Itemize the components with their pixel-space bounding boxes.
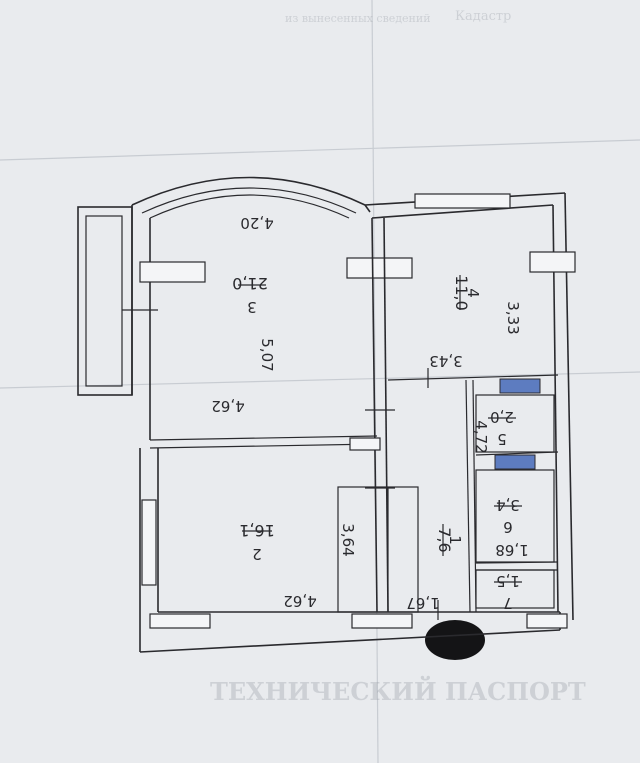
vent-shaft-room-5 [499,378,541,394]
room-4-dim-bottom: 3,43 [429,352,462,370]
balcony [77,206,133,396]
room-3-dim-top: 4,20 [240,214,273,232]
room-6-labels: 3,4 6 1,68 [494,496,529,559]
room-3-dim-side: 5,07 [258,338,276,371]
ghost-text-top-right: из вынесенных сведений [285,12,431,25]
room-1-labels: 4,72 7,6 1 1,67 [406,420,490,612]
room-4-number: 4 [464,288,482,298]
background-print: Кадастр из вынесенных сведений ТЕХНИЧЕСК… [210,9,586,706]
bathroom-boxes [475,394,555,609]
room-3-labels: 4,20 21,0 3 5,07 4,62 [211,214,276,415]
room-3-area: 21,0 [232,274,268,293]
ghost-text-top-left: Кадастр [455,9,511,24]
room-1-number: 1 [446,535,464,545]
room-7-labels: 1,5 7 [494,572,522,612]
room-1-dim-side: 4,72 [472,420,490,453]
room-7-area: 1,5 [496,572,520,590]
bay-window [131,176,366,219]
room-6-dim-width: 1,68 [495,541,528,559]
room-5-labels: 2,0 5 [488,408,516,448]
windows [139,193,576,629]
room-2-number: 2 [252,545,262,563]
room-4-labels: 11,0 4 3,33 3,43 [429,275,522,370]
room-4-dim-side: 3,33 [504,301,522,334]
room-5-number: 5 [497,430,507,448]
room-5-area: 2,0 [490,408,514,426]
room-2-dim-side: 3,64 [339,523,357,556]
room-6-area: 3,4 [496,496,520,514]
ventilation-shafts [494,378,541,470]
room-2-labels: 16,1 2 3,64 4,62 [239,521,357,610]
room-4-area: 11,0 [452,275,471,311]
ghost-heading-bottom: ТЕХНИЧЕСКИЙ ПАСПОРТ [210,675,586,706]
room-1-area: 7,6 [435,527,454,552]
room-2-dim-bottom: 4,62 [283,592,316,610]
ink-blot [425,620,485,660]
room-3-dim-bottom: 4,62 [211,397,244,415]
vent-shaft-room-6 [494,454,536,470]
room-7-number: 7 [503,594,513,612]
door-marks [122,309,439,620]
room-1-dim-bottom: 1,67 [406,594,439,612]
room-3-number: 3 [247,298,257,316]
room-6-number: 6 [503,518,513,536]
